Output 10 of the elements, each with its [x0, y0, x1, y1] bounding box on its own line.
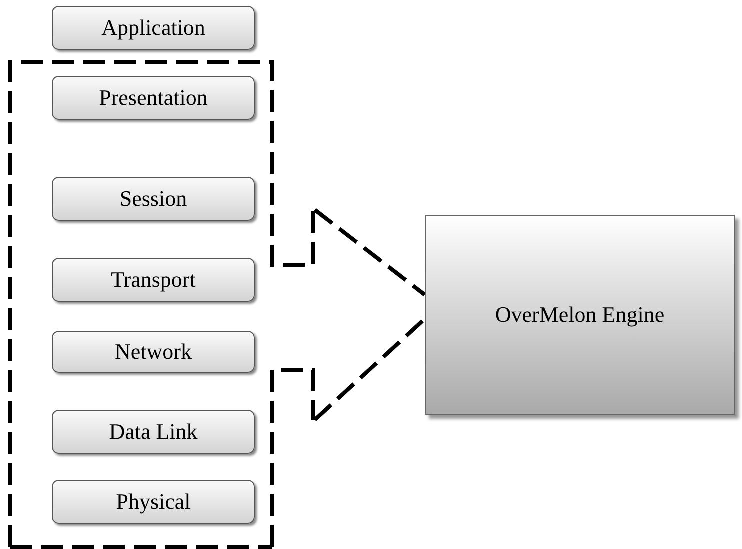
layer-box: Physical [52, 480, 255, 524]
engine-box: OverMelon Engine [425, 215, 735, 415]
dashed-connector [314, 208, 426, 297]
layer-box: Application [52, 6, 255, 50]
layer-box: Presentation [52, 76, 255, 120]
layer-box: Data Link [52, 410, 255, 454]
dashed-connector [314, 318, 426, 422]
layer-box: Network [52, 331, 255, 373]
layer-box: Session [52, 177, 255, 221]
layer-box: Transport [52, 258, 255, 302]
